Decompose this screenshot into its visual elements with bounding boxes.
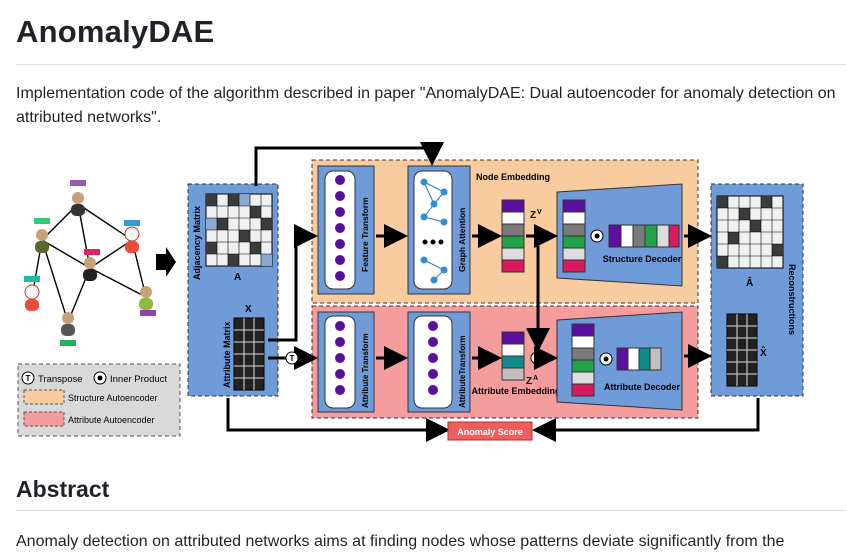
feature-transform-block: Feature Transform bbox=[317, 165, 375, 295]
attribute-transform-block-1: Attribute Transform bbox=[317, 311, 375, 413]
attribute-matrix-grid bbox=[233, 317, 265, 391]
description-text: Implementation code of the algorithm des… bbox=[16, 85, 836, 126]
svg-text:Attribute Autoencoder: Attribute Autoencoder bbox=[68, 415, 155, 425]
svg-text:Anomaly Score: Anomaly Score bbox=[457, 427, 523, 437]
svg-text:V: V bbox=[537, 209, 542, 216]
section-heading-abstract: Abstract bbox=[16, 476, 110, 502]
graph-attention-block: Graph Attention bbox=[407, 165, 471, 295]
person-node bbox=[139, 286, 153, 310]
svg-text:T: T bbox=[535, 354, 540, 363]
adjacency-matrix-grid bbox=[205, 193, 273, 267]
person-node bbox=[83, 257, 97, 281]
reconstructed-adjacency-grid bbox=[716, 195, 784, 269]
transpose-icon bbox=[21, 371, 35, 385]
svg-text:Reconstructions: Reconstructions bbox=[787, 264, 797, 335]
svg-text:Attribute Decoder: Attribute Decoder bbox=[604, 382, 681, 392]
anomaly-score-box: Anomaly Score bbox=[447, 421, 533, 441]
attribute-tag bbox=[24, 180, 156, 346]
input-panel: Adjacency Matrix A X bbox=[187, 183, 279, 397]
svg-text:Inner Product: Inner Product bbox=[110, 374, 167, 385]
svg-text:Â: Â bbox=[746, 276, 753, 289]
reconstructions-panel: Â X̂ Reconstructions bbox=[710, 183, 804, 397]
svg-text:Attribute Transform: Attribute Transform bbox=[361, 333, 370, 408]
legend: T Transpose Inner Product Structure Auto… bbox=[17, 363, 181, 437]
svg-text:Adjacency Matrix: Adjacency Matrix bbox=[192, 206, 202, 280]
svg-text:Z: Z bbox=[526, 376, 532, 387]
abstract-divider bbox=[16, 510, 846, 511]
svg-text:A: A bbox=[234, 272, 241, 283]
architecture-figure: T Transpose Inner Product Structure Auto… bbox=[17, 142, 804, 442]
svg-text:Graph Attention: Graph Attention bbox=[457, 208, 467, 272]
svg-text:X: X bbox=[245, 304, 252, 315]
page-title: AnomalyDAE bbox=[16, 14, 215, 49]
svg-text:Attribute Matrix: Attribute Matrix bbox=[222, 321, 232, 388]
person-node bbox=[124, 226, 140, 253]
svg-text:T: T bbox=[26, 374, 31, 383]
attribute-embedding-vector bbox=[501, 331, 525, 381]
svg-text:Z: Z bbox=[530, 210, 536, 221]
svg-text:T: T bbox=[290, 354, 295, 363]
transpose-icon bbox=[285, 351, 299, 365]
person-node bbox=[71, 192, 85, 216]
person-node bbox=[24, 284, 40, 311]
abstract-text: Anomaly detection on attributed networks… bbox=[16, 533, 785, 550]
svg-text:Node Embedding: Node Embedding bbox=[476, 172, 550, 182]
arrow-right-icon bbox=[156, 247, 176, 277]
network-graph bbox=[24, 180, 176, 346]
title-divider bbox=[16, 64, 846, 65]
svg-text:Attribute Embedding: Attribute Embedding bbox=[472, 386, 561, 396]
reconstructed-attribute-grid bbox=[726, 313, 758, 387]
svg-text:X̂: X̂ bbox=[760, 346, 767, 359]
person-node bbox=[35, 229, 49, 253]
structure-decoder-block: Structure Decoder bbox=[556, 183, 683, 287]
svg-text:Transpose: Transpose bbox=[38, 374, 83, 385]
node-embedding-vector bbox=[501, 199, 525, 273]
svg-text:A: A bbox=[533, 375, 538, 382]
flow-arrows bbox=[226, 142, 760, 442]
svg-text:Structure Autoencoder: Structure Autoencoder bbox=[68, 393, 158, 403]
svg-text:AttributeTransform: AttributeTransform bbox=[458, 336, 467, 408]
attribute-transform-block-2: AttributeTransform bbox=[407, 311, 471, 413]
svg-text:Structure Decoder: Structure Decoder bbox=[603, 254, 682, 264]
attribute-decoder-block: Attribute Decoder bbox=[556, 311, 683, 411]
person-node bbox=[61, 312, 75, 336]
svg-text:Feature Transform: Feature Transform bbox=[360, 197, 370, 272]
